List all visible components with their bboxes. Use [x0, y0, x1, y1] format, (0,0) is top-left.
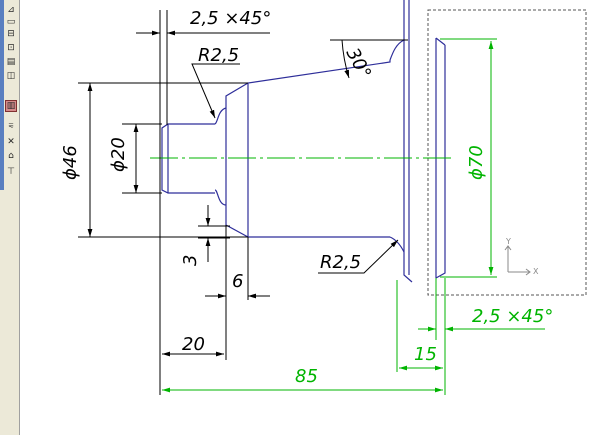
dim-chamfer-bottom: 2,5 ×45°: [472, 306, 553, 327]
tool-button-8[interactable]: ⩳: [8, 121, 14, 131]
axis-y-label: Y: [505, 237, 511, 246]
dim-angle-30: 30°: [342, 44, 376, 82]
dim-width-6: 6: [232, 271, 243, 292]
tool-panel-strip: [0, 0, 4, 190]
tool-button-3[interactable]: ⊟: [7, 29, 15, 39]
cad-drawing: 2,5 ×45° R2,5 ϕ46 ϕ20 30° ϕ70 3 6 R2,5 2…: [60, 0, 587, 395]
tool-button-5[interactable]: ▤: [6, 57, 16, 67]
dim-diameter-46: ϕ46: [60, 145, 81, 180]
dim-length-85: 85: [295, 366, 318, 387]
tool-button-11[interactable]: ⊤: [7, 167, 15, 177]
black-dimensions: [78, 10, 408, 395]
dim-chamfer-top: 2,5 ×45°: [190, 8, 271, 29]
tool-panel: ⊿ ▭ ⊟ ⊡ ▤ ◫ ▥ ⩳ ✕ ⌂ ⊤: [0, 0, 20, 435]
tool-button-9[interactable]: ✕: [7, 137, 15, 147]
dim-fillet-bottom: R2,5: [320, 252, 361, 273]
tool-button-2[interactable]: ▭: [6, 17, 16, 27]
coordinate-axes: [504, 245, 531, 276]
dim-diameter-20: ϕ20: [108, 137, 129, 172]
tool-button-7[interactable]: ▥: [5, 100, 17, 112]
tool-button-6[interactable]: ◫: [6, 71, 16, 81]
part-outline: [161, 0, 446, 283]
dim-length-20: 20: [182, 334, 205, 355]
dim-diameter-70: ϕ70: [466, 145, 487, 180]
green-dimensions: [162, 38, 545, 395]
dim-fillet-top: R2,5: [198, 45, 239, 66]
selection-frame[interactable]: [427, 9, 587, 296]
tool-button-1[interactable]: ⊿: [7, 5, 15, 15]
tool-button-4[interactable]: ⊡: [7, 43, 15, 53]
axis-x-label: X: [533, 267, 539, 276]
tool-button-10[interactable]: ⌂: [8, 151, 14, 161]
dim-length-15: 15: [414, 344, 437, 365]
dim-width-3: 3: [180, 255, 201, 266]
